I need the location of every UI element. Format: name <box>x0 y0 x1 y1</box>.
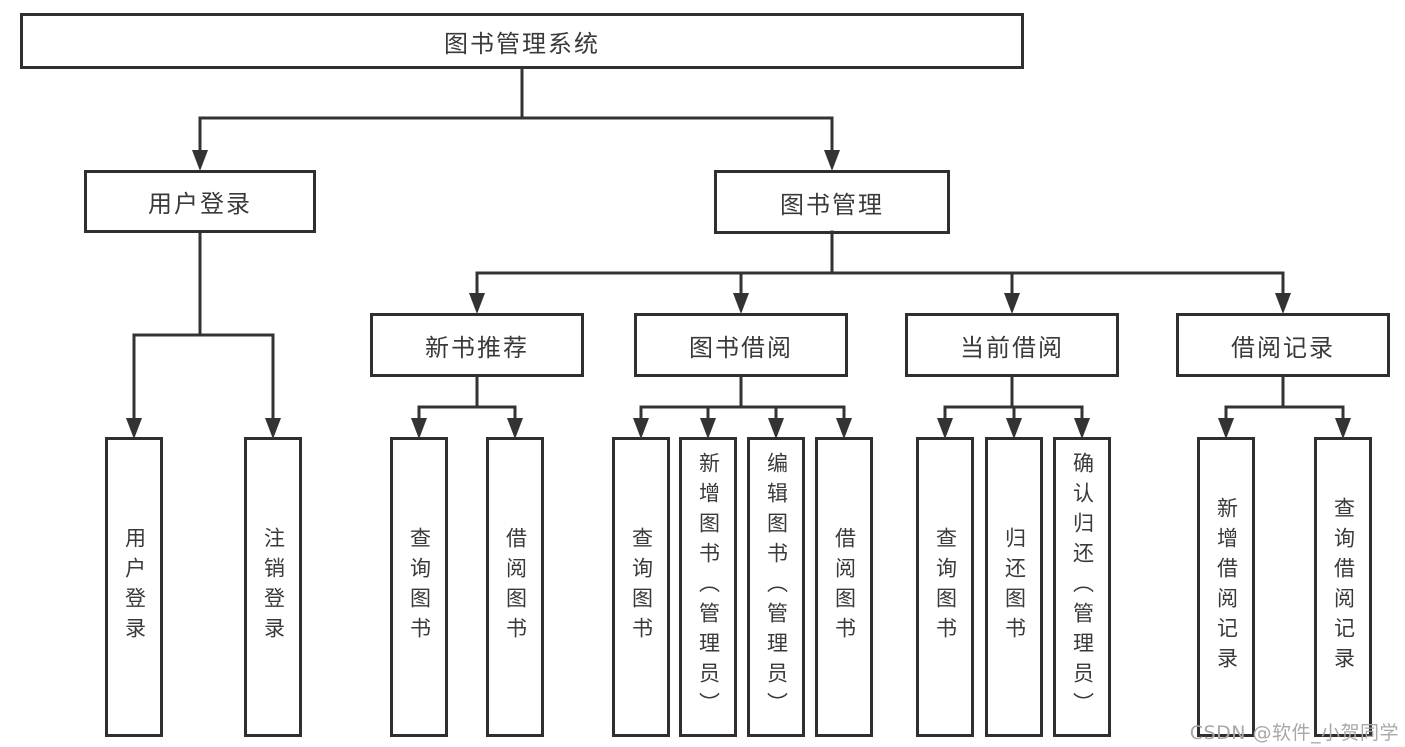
leaf-label: 注销登录 <box>261 527 286 647</box>
arrowhead-icon <box>733 293 749 314</box>
leaf-label: 编辑图书（管理员） <box>764 452 789 722</box>
arrowhead-icon <box>937 418 953 439</box>
node-system-root: 图书管理系统 <box>20 13 1024 69</box>
leaf-borrow-books-recommend: 借阅图书 <box>486 437 544 737</box>
arrowhead-icon <box>1335 418 1351 439</box>
leaf-label: 新增借阅记录 <box>1214 497 1239 677</box>
leaf-user-login: 用户登录 <box>105 437 163 737</box>
node-book-borrow: 图书借阅 <box>634 313 848 377</box>
arrowhead-icon <box>469 293 485 314</box>
node-book-management: 图书管理 <box>714 170 950 234</box>
node-borrow-records: 借阅记录 <box>1176 313 1390 377</box>
leaf-label: 借阅图书 <box>832 527 857 647</box>
leaf-add-borrow-record: 新增借阅记录 <box>1197 437 1255 737</box>
arrowhead-icon <box>836 418 852 439</box>
arrowhead-icon <box>700 418 716 439</box>
leaf-confirm-return-admin: 确认归还（管理员） <box>1053 437 1111 737</box>
node-current-borrow: 当前借阅 <box>905 313 1119 377</box>
arrowhead-icon <box>507 418 523 439</box>
leaf-label: 借阅图书 <box>503 527 528 647</box>
arrowhead-icon <box>1074 418 1090 439</box>
leaf-query-borrow-record: 查询借阅记录 <box>1314 437 1372 737</box>
leaf-query-books-current: 查询图书 <box>916 437 974 737</box>
leaf-borrow-books: 借阅图书 <box>815 437 873 737</box>
leaf-label: 查询图书 <box>629 527 654 647</box>
arrowhead-icon <box>192 150 208 171</box>
leaf-logout: 注销登录 <box>244 437 302 737</box>
arrowhead-icon <box>265 418 281 439</box>
leaf-label: 新增图书（管理员） <box>696 452 721 722</box>
leaf-label: 查询图书 <box>407 527 432 647</box>
arrowhead-icon <box>824 150 840 171</box>
arrowhead-icon <box>411 418 427 439</box>
leaf-label: 用户登录 <box>122 527 147 647</box>
arrowhead-icon <box>1218 418 1234 439</box>
watermark-text: CSDN @软件_小贺同学 <box>1189 722 1399 744</box>
arrowhead-icon <box>1006 418 1022 439</box>
leaf-return-books: 归还图书 <box>985 437 1043 737</box>
leaf-query-books-borrow: 查询图书 <box>612 437 670 737</box>
leaf-label: 确认归还（管理员） <box>1070 452 1095 722</box>
leaf-add-book-admin: 新增图书（管理员） <box>679 437 737 737</box>
node-new-book-recommend: 新书推荐 <box>370 313 584 377</box>
node-user-login: 用户登录 <box>84 170 316 233</box>
leaf-label: 归还图书 <box>1002 527 1027 647</box>
leaf-edit-book-admin: 编辑图书（管理员） <box>747 437 805 737</box>
arrowhead-icon <box>126 418 142 439</box>
arrowhead-icon <box>1004 293 1020 314</box>
leaf-label: 查询借阅记录 <box>1331 497 1356 677</box>
arrowhead-icon <box>1275 293 1291 314</box>
leaf-label: 查询图书 <box>933 527 958 647</box>
arrowhead-icon <box>633 418 649 439</box>
arrowhead-icon <box>768 418 784 439</box>
leaf-query-books-recommend: 查询图书 <box>390 437 448 737</box>
